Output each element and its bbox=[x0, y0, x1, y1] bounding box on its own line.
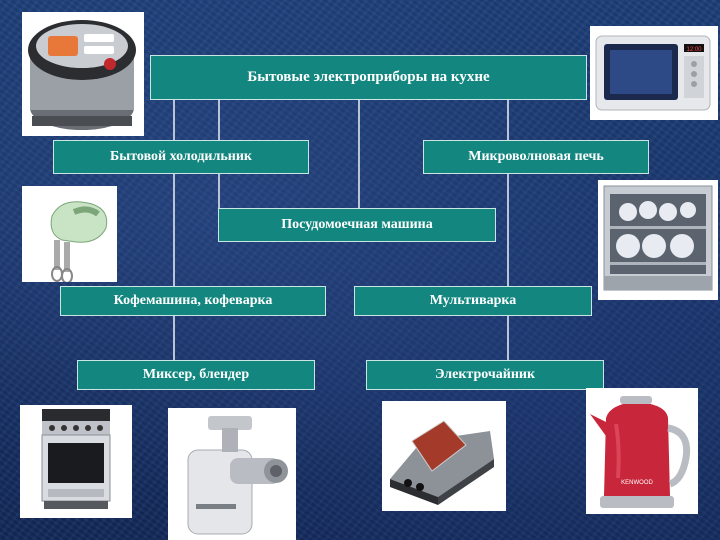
hand-mixer-photo bbox=[22, 186, 117, 282]
connector-line bbox=[173, 100, 175, 360]
title-box: Бытовые электроприборы на кухне bbox=[150, 55, 587, 100]
item-coffee-machine: Кофемашина, кофеварка bbox=[60, 286, 326, 316]
connector-line bbox=[507, 100, 509, 360]
meat-grinder-photo bbox=[168, 408, 296, 540]
item-refrigerator: Бытовой холодильник bbox=[53, 140, 309, 174]
microwave-photo: 12:00 bbox=[590, 26, 718, 120]
item-multicooker: Мультиварка bbox=[354, 286, 592, 316]
item-microwave: Микроволновая печь bbox=[423, 140, 649, 174]
kettle-brand-label: KENWOOD bbox=[621, 480, 653, 486]
stove-photo bbox=[20, 405, 132, 518]
multicooker-photo bbox=[22, 12, 144, 136]
toaster-photo bbox=[382, 401, 506, 511]
item-kettle: Электрочайник bbox=[366, 360, 604, 390]
microwave-display: 12:00 bbox=[686, 47, 702, 53]
kettle-photo: KENWOOD bbox=[586, 388, 698, 514]
connector-line bbox=[358, 100, 360, 208]
dishwasher-photo bbox=[598, 180, 718, 300]
item-mixer: Миксер, блендер bbox=[77, 360, 315, 390]
item-dishwasher: Посудомоечная машина bbox=[218, 208, 496, 242]
